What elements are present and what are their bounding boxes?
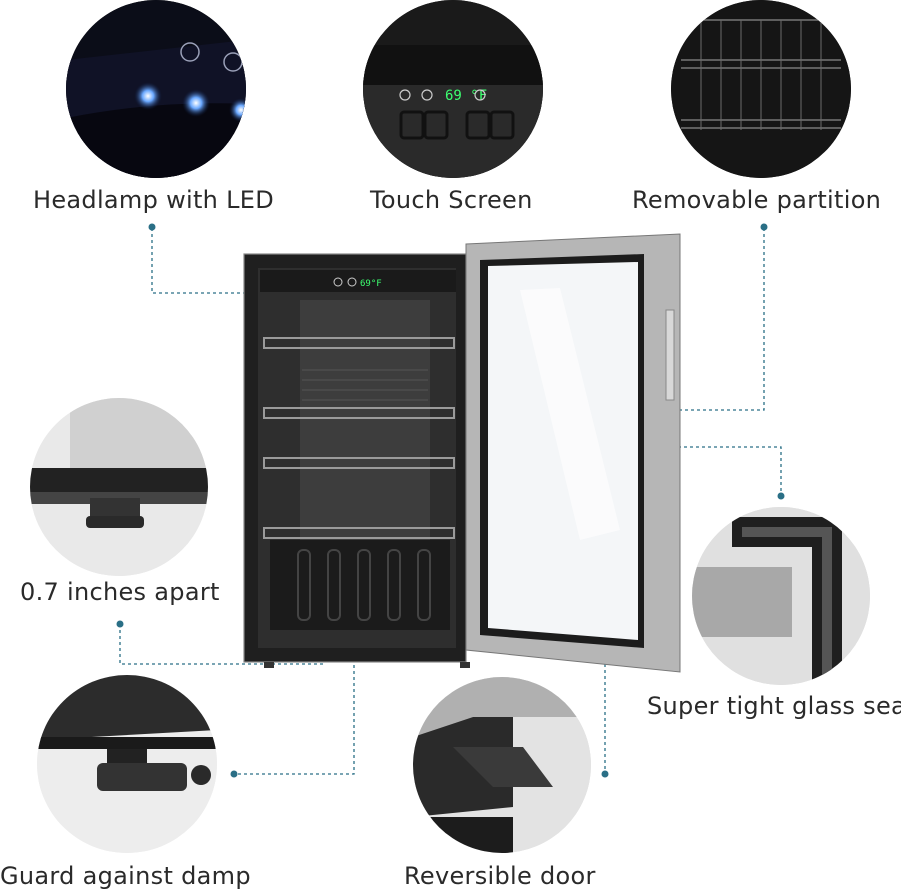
headlamp-photo	[66, 0, 246, 178]
hinge-icon	[413, 677, 591, 853]
led-lamp-icon	[66, 0, 246, 178]
fridge-illustration: 69°F	[243, 233, 681, 673]
touch-screen-photo: 69 °F	[363, 0, 543, 178]
touch-panel-icon: 69 °F	[363, 0, 543, 178]
reversible-photo	[413, 677, 591, 853]
door-seal-icon	[692, 507, 870, 685]
fridge-display: 69°F	[360, 279, 382, 289]
seal-photo	[692, 507, 870, 685]
shelf-icon	[671, 0, 851, 178]
apart-label: 0.7 inches apart	[20, 578, 220, 606]
damp-photo	[37, 675, 217, 853]
partition-label: Removable partition	[632, 186, 882, 214]
apart-photo	[30, 398, 208, 576]
seal-label: Super tight glass seal	[647, 692, 901, 720]
leveling-foot-icon	[37, 675, 217, 853]
foot-icon	[30, 398, 208, 576]
headlamp-label: Headlamp with LED	[33, 186, 275, 214]
touch-screen-label: Touch Screen	[370, 186, 533, 214]
damp-label: Guard against damp	[0, 862, 251, 890]
partition-photo	[671, 0, 851, 178]
reversible-label: Reversible door	[404, 862, 596, 890]
